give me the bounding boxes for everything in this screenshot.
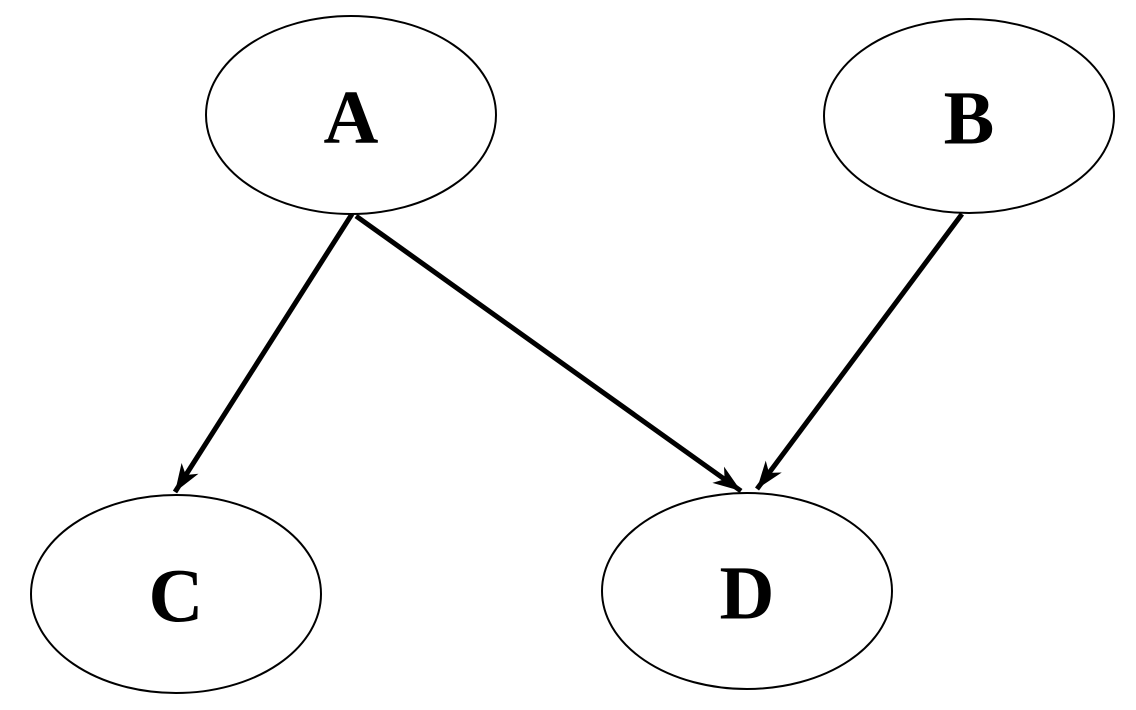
edge-A-to-C	[172, 212, 355, 494]
node-A: A	[205, 15, 497, 215]
node-D: D	[601, 492, 893, 690]
edge-A-to-D	[354, 213, 743, 494]
node-B-ellipse	[823, 18, 1115, 214]
node-C: C	[30, 494, 322, 694]
edge-B-to-D	[754, 212, 965, 491]
node-D-label: D	[720, 551, 775, 635]
node-B: B	[823, 18, 1115, 214]
node-C-ellipse	[30, 494, 322, 694]
node-C-label: C	[149, 554, 204, 638]
node-A-ellipse	[205, 15, 497, 215]
node-B-label: B	[944, 76, 995, 160]
node-D-ellipse	[601, 492, 893, 690]
node-A-label: A	[324, 75, 379, 159]
